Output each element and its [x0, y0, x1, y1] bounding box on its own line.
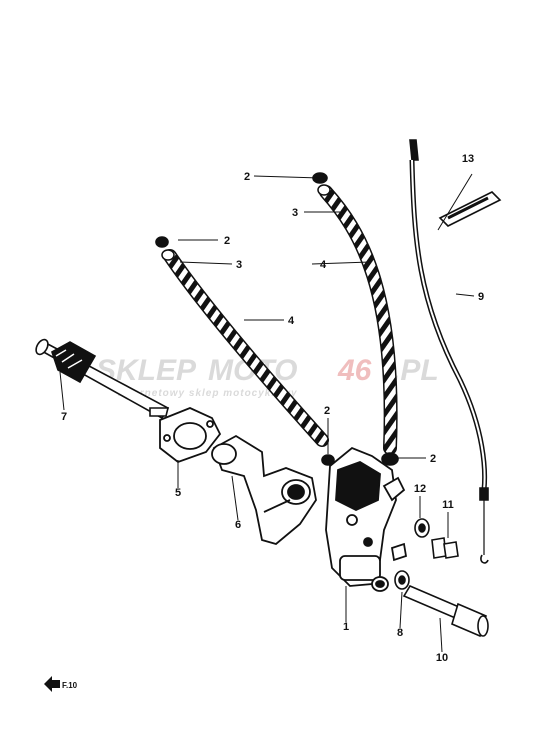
label-part-11: 11	[442, 499, 454, 511]
arrow-left-icon	[44, 676, 60, 692]
oil-pump-body-part-1	[325, 446, 408, 592]
washer-part-12	[414, 518, 430, 538]
clamp-part-2-a	[155, 236, 169, 248]
bolt-part-11	[431, 537, 459, 559]
label-part-2-middle: 2	[324, 405, 330, 417]
label-part-2-left: 2	[224, 235, 230, 247]
label-part-2-top: 2	[244, 171, 250, 183]
label-part-10: 10	[436, 652, 448, 664]
clamp-part-2-c	[321, 454, 335, 466]
label-part-12: 12	[414, 483, 426, 495]
pump-cable-part-9	[409, 139, 489, 564]
adjuster-part-10	[402, 584, 489, 638]
gasket-part-5	[159, 407, 222, 464]
label-part-4-right: 4	[320, 259, 327, 271]
label-part-3-right: 3	[292, 207, 298, 219]
corner-mark-text: F.10	[62, 681, 78, 690]
label-part-8: 8	[397, 627, 403, 639]
label-part-13: 13	[462, 153, 474, 165]
right-hose-part-4	[317, 184, 398, 455]
watermark-brand-part3: 46	[337, 354, 372, 387]
label-part-3-left: 3	[236, 259, 242, 271]
label-part-4-left: 4	[288, 315, 295, 327]
watermark-brand-part4: .PL	[392, 354, 439, 387]
label-part-5: 5	[175, 487, 181, 499]
corner-direction-mark: F.10	[44, 676, 78, 692]
pump-housing-part-6	[211, 434, 317, 545]
left-hose-part-4	[161, 249, 329, 447]
clamp-part-2-d	[381, 452, 399, 466]
watermark-tagline: internetowy sklep motocyklowy	[118, 388, 298, 399]
label-part-2-right: 2	[430, 453, 436, 465]
label-part-6: 6	[235, 519, 241, 531]
leader-lines	[59, 173, 475, 653]
bracket-part-13	[438, 191, 502, 227]
label-part-1: 1	[343, 621, 349, 633]
label-part-7: 7	[61, 411, 67, 423]
washer-part-8	[394, 570, 410, 590]
label-part-9: 9	[478, 291, 484, 303]
part-labels: 1 2 2 2 2 3 3 4 4 5 6 7 8 9 10 11 12 13	[61, 153, 484, 664]
drive-gear-shaft-part-7	[35, 338, 170, 420]
